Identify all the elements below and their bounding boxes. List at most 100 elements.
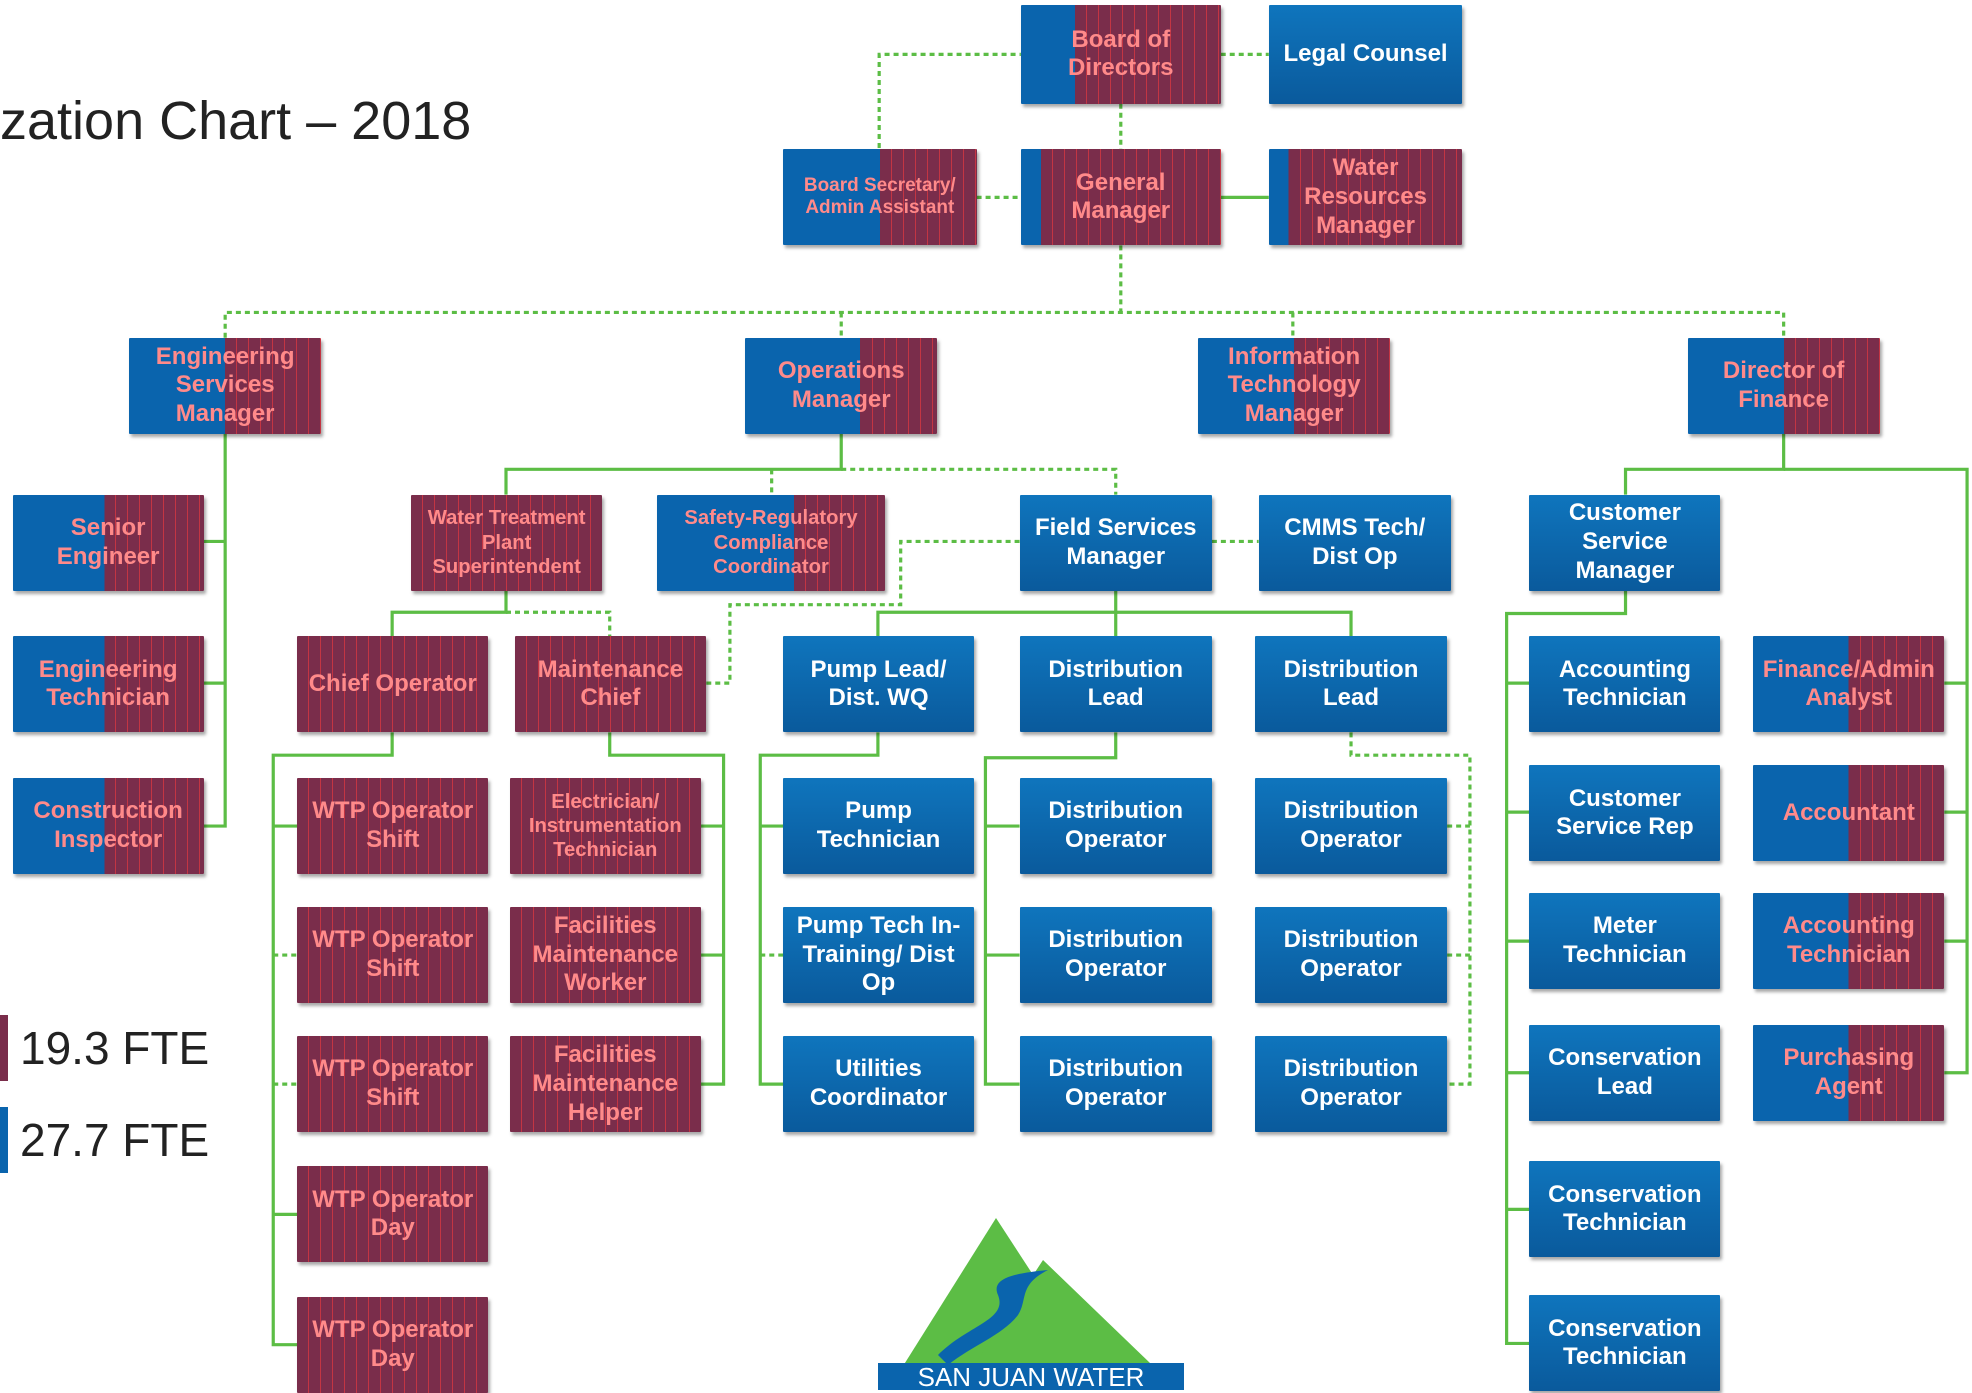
solid-connector	[504, 433, 843, 495]
org-node-label: Maintenance Chief	[537, 655, 684, 712]
org-node-esm: Engineering Services Manager	[129, 337, 322, 434]
org-node-safety: Safety-Regulatory Compliance Coordinator	[656, 494, 886, 591]
org-node-label: Finance/Admin Analyst	[1762, 655, 1935, 712]
org-node-meter: Meter Technician	[1529, 893, 1721, 990]
solid-connector	[1623, 433, 1786, 495]
org-node-maint: Maintenance Chief	[514, 636, 706, 733]
org-node-chief: Chief Operator	[297, 636, 489, 733]
logo-text: SAN JUAN WATER	[918, 1362, 1145, 1390]
org-node-label: Operations Manager	[777, 356, 905, 413]
org-node-label: Construction Inspector	[33, 797, 183, 854]
org-node-label: Senior Engineer	[56, 513, 160, 570]
org-node-fachelper: Facilities Maintenance Helper	[509, 1036, 701, 1133]
org-node-accttech1: Accounting Technician	[1529, 636, 1721, 733]
org-node-label: WTP Operator Shift	[312, 1055, 474, 1112]
org-node-opsm: Operations Manager	[745, 337, 938, 434]
org-node-distlead1: Distribution Lead	[1019, 636, 1212, 733]
org-node-distlead2: Distribution Lead	[1254, 636, 1448, 733]
org-node-label: Distribution Lead	[1048, 655, 1184, 712]
legend-item-maroon: 19.3 FTE	[0, 1015, 209, 1081]
dotted-connector	[1349, 732, 1472, 1086]
org-node-constr: Construction Inspector	[12, 777, 204, 875]
org-node-fsm: Field Services Manager	[1019, 494, 1212, 591]
legend-swatch-blue	[0, 1107, 8, 1173]
org-node-label: Distribution Operator	[1283, 1055, 1419, 1112]
org-node-label: Distribution Operator	[1283, 797, 1419, 854]
solid-connector	[983, 732, 1118, 1086]
org-node-label: Water Treatment Plant Superintendent	[427, 507, 586, 578]
solid-connector	[758, 732, 880, 1086]
org-node-label: Accounting Technician	[1558, 655, 1691, 712]
san-juan-water-logo: SAN JUAN WATER	[878, 1218, 1184, 1390]
org-node-label: Pump Tech In-Training/ Dist Op	[796, 911, 961, 997]
solid-connector	[203, 433, 227, 828]
org-node-wtp5: WTP Operator Day	[297, 1296, 489, 1393]
dotted-connector	[877, 52, 1021, 149]
org-node-label: CMMS Tech/ Dist Op	[1284, 513, 1426, 570]
org-node-label: Facilities Maintenance Worker	[532, 911, 679, 997]
org-node-distop2: Distribution Operator	[1254, 777, 1448, 875]
solid-connector	[876, 590, 1118, 637]
org-node-label: Pump Lead/ Dist. WQ	[810, 655, 947, 712]
org-node-legal: Legal Counsel	[1268, 5, 1463, 104]
org-node-label: Water Resources Manager	[1304, 154, 1427, 239]
solid-connector	[1505, 590, 1628, 1346]
org-node-facworker: Facilities Maintenance Worker	[509, 907, 701, 1004]
org-node-label: Director of Finance	[1722, 356, 1845, 413]
org-node-label: WTP Operator Shift	[312, 797, 474, 854]
org-node-label: Electrician/ Instrumentation Technician	[528, 790, 682, 862]
org-node-utilcoord: Utilities Coordinator	[783, 1036, 975, 1133]
org-node-label: Distribution Operator	[1283, 926, 1419, 983]
org-node-wtps: Water Treatment Plant Superintendent	[411, 494, 603, 591]
org-node-constech1: Conservation Technician	[1529, 1161, 1721, 1258]
org-node-elec: Electrician/ Instrumentation Technician	[509, 777, 701, 875]
org-node-label: Board of Directors	[1068, 25, 1174, 82]
org-node-label: Conservation Technician	[1548, 1314, 1702, 1371]
org-node-pumptech: Pump Technician	[783, 777, 975, 875]
org-node-distop5: Distribution Operator	[1019, 1036, 1212, 1133]
org-node-label: Customer Service Manager	[1568, 499, 1681, 585]
org-node-label: Legal Counsel	[1283, 39, 1448, 67]
org-node-label: Board Secretary/ Admin Assistant	[803, 174, 956, 219]
org-node-conslead: Conservation Lead	[1529, 1024, 1721, 1121]
org-node-board: Board of Directors	[1020, 5, 1221, 104]
org-node-label: Information Technology Manager	[1227, 342, 1361, 428]
org-node-csrep: Customer Service Rep	[1529, 765, 1721, 862]
org-node-label: Distribution Operator	[1048, 1055, 1184, 1112]
org-node-label: WTP Operator Shift	[312, 926, 474, 983]
solid-connector	[1783, 467, 1969, 1075]
org-node-pumptrain: Pump Tech In-Training/ Dist Op	[783, 907, 975, 1004]
org-node-gm: General Manager	[1020, 149, 1221, 246]
dotted-connector	[506, 610, 612, 637]
dotted-connector	[705, 539, 1020, 685]
org-node-label: Engineering Technician	[38, 655, 178, 712]
org-node-wtp4: WTP Operator Day	[297, 1166, 489, 1263]
org-node-distop6: Distribution Operator	[1254, 1036, 1448, 1133]
legend-item-blue: 27.7 FTE	[0, 1107, 209, 1173]
org-node-wtp1: WTP Operator Shift	[297, 777, 489, 875]
page-title: zation Chart – 2018	[0, 91, 472, 151]
org-node-label: Accountant	[1782, 798, 1915, 826]
org-node-cmms: CMMS Tech/ Dist Op	[1258, 494, 1451, 591]
solid-connector	[390, 590, 508, 637]
org-node-accttech2: Accounting Technician	[1753, 893, 1945, 990]
org-node-label: Field Services Manager	[1034, 513, 1197, 570]
org-node-label: Conservation Lead	[1548, 1043, 1702, 1100]
org-node-dof: Director of Finance	[1687, 337, 1880, 434]
org-node-label: Distribution Lead	[1283, 655, 1419, 712]
org-node-accountant: Accountant	[1753, 765, 1945, 862]
dotted-connector	[841, 467, 1118, 495]
org-node-label: Purchasing Agent	[1783, 1043, 1915, 1100]
org-node-secretary: Board Secretary/ Admin Assistant	[783, 149, 977, 246]
org-node-pumplead: Pump Lead/ Dist. WQ	[783, 636, 975, 733]
org-node-label: Pump Technician	[816, 797, 941, 854]
org-node-label: Customer Service Rep	[1556, 784, 1694, 841]
org-node-label: General Manager	[1071, 168, 1171, 225]
org-node-wtp3: WTP Operator Shift	[297, 1036, 489, 1133]
org-node-senior: Senior Engineer	[12, 494, 204, 591]
org-node-constech2: Conservation Technician	[1529, 1295, 1721, 1392]
org-node-csm: Customer Service Manager	[1529, 494, 1721, 591]
org-node-label: Engineering Services Manager	[155, 342, 295, 428]
